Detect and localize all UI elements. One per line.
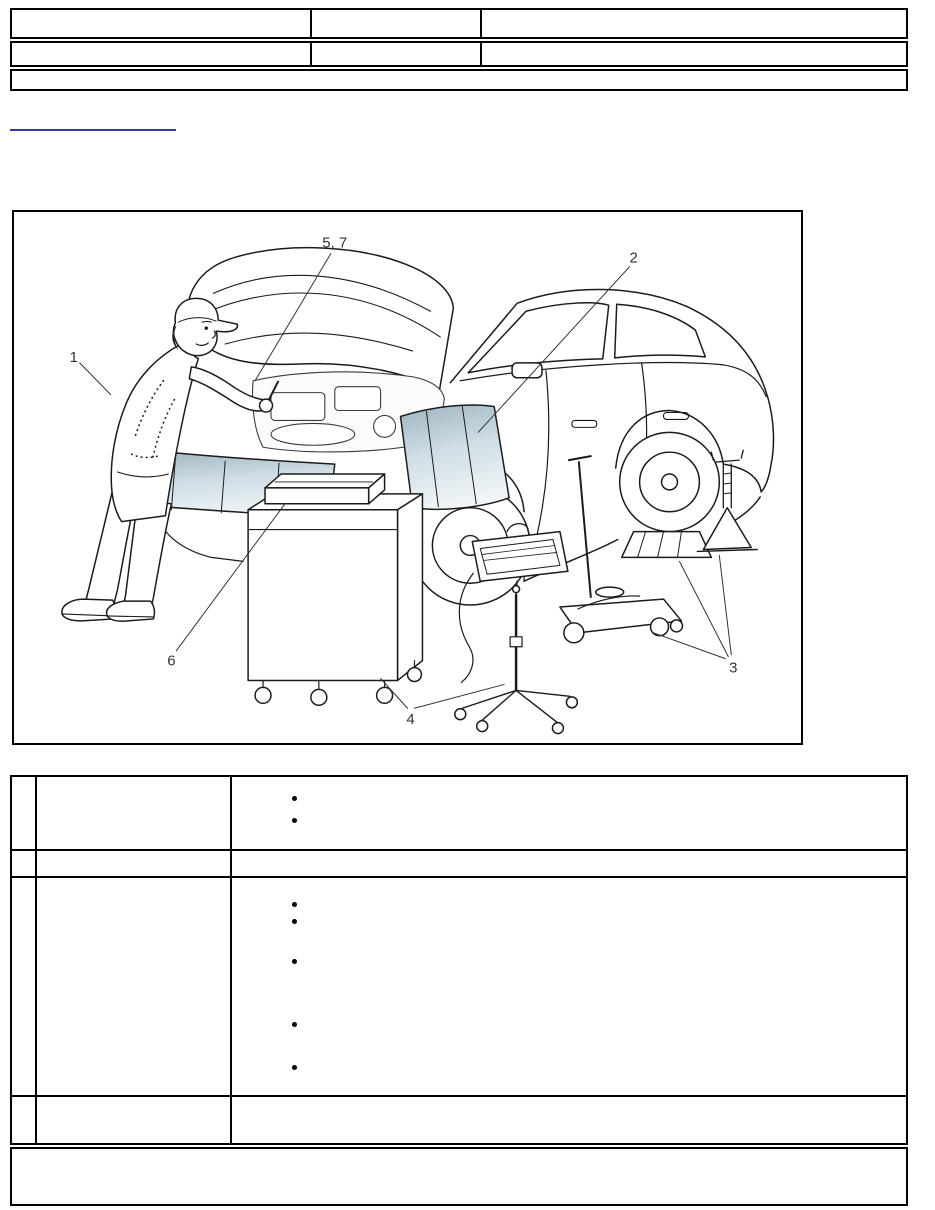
mechanic-head xyxy=(172,297,239,357)
table-row xyxy=(12,1097,906,1143)
header-cell-1-1 xyxy=(12,10,312,37)
power-cable xyxy=(458,572,474,684)
figure-frame: 5, 7 2 1 6 4 3 xyxy=(12,210,803,745)
cart-casters xyxy=(254,660,423,707)
table-row xyxy=(12,777,906,851)
callout-label-2: 2 xyxy=(629,251,637,267)
callout-label-5-7: 5, 7 xyxy=(322,236,347,252)
header-cell-2-2 xyxy=(312,43,482,65)
callout-line-4b xyxy=(413,683,505,709)
bullet-item xyxy=(292,796,306,801)
header-cell-2-3 xyxy=(482,43,906,65)
bullet-dot-icon xyxy=(292,796,297,801)
hand-tool xyxy=(268,380,279,401)
rear-wheel xyxy=(618,431,721,533)
info-table xyxy=(10,775,908,1145)
callout-line-3c xyxy=(653,632,726,660)
row-content-cell xyxy=(232,1097,906,1143)
row-title-cell xyxy=(37,851,232,876)
callout-lines xyxy=(79,253,732,709)
bullet-item xyxy=(292,902,306,907)
callout-line-5-7 xyxy=(254,253,332,382)
engine-bay xyxy=(251,371,445,453)
bullet-dot-icon xyxy=(292,818,297,823)
row-content-cell xyxy=(232,777,906,849)
header-cell-3-1 xyxy=(12,71,906,89)
header-table-row-2 xyxy=(10,41,908,67)
table-row xyxy=(12,878,906,1097)
callout-label-6: 6 xyxy=(167,654,175,670)
row-title-cell xyxy=(37,1097,232,1143)
callout-line-4a xyxy=(380,677,408,709)
wheel-chock xyxy=(620,530,713,559)
callout-line-3b xyxy=(678,560,729,658)
header-table-row-1 xyxy=(10,8,908,39)
side-mirror xyxy=(511,362,543,379)
bullet-item xyxy=(292,959,306,964)
callout-label-3: 3 xyxy=(729,661,737,677)
diagnostic-cart xyxy=(247,473,424,707)
bullet-dot-icon xyxy=(292,902,297,907)
row-number-cell xyxy=(12,1097,37,1143)
callout-label-4: 4 xyxy=(406,712,414,728)
bullet-dot-icon xyxy=(292,919,297,924)
bullet-item xyxy=(292,1022,306,1027)
footer-table xyxy=(10,1147,908,1206)
bullet-dot-icon xyxy=(292,1022,297,1027)
bullet-item xyxy=(292,1065,306,1070)
row-number-cell xyxy=(12,878,37,1095)
table-row xyxy=(12,851,906,878)
bullet-dot-icon xyxy=(292,959,297,964)
row-content-cell xyxy=(232,878,906,1095)
jump-link[interactable] xyxy=(10,115,176,131)
parts-tray xyxy=(264,473,386,505)
callout-line-6 xyxy=(175,503,286,652)
row-content-cell xyxy=(232,851,906,876)
floor-jack xyxy=(559,455,684,644)
illustration-svg: 5, 7 2 1 6 4 3 xyxy=(61,236,775,735)
jack-stand xyxy=(696,449,758,553)
row-number-cell xyxy=(12,851,37,876)
bullet-item xyxy=(292,818,306,823)
header-cell-2-1 xyxy=(12,43,312,65)
bullet-dot-icon xyxy=(292,1065,297,1070)
work-light xyxy=(454,523,579,735)
callout-line-2 xyxy=(477,266,631,433)
row-number-cell xyxy=(12,777,37,849)
row-title-cell xyxy=(37,777,232,849)
callout-line-3a xyxy=(718,554,732,656)
bullet-item xyxy=(292,919,306,924)
callout-line-1 xyxy=(79,362,112,396)
header-table-row-3 xyxy=(10,69,908,91)
mechanic xyxy=(61,297,279,622)
row-title-cell xyxy=(37,878,232,1095)
header-cell-1-2 xyxy=(312,10,482,37)
callout-label-1: 1 xyxy=(70,350,78,366)
header-cell-1-3 xyxy=(482,10,906,37)
